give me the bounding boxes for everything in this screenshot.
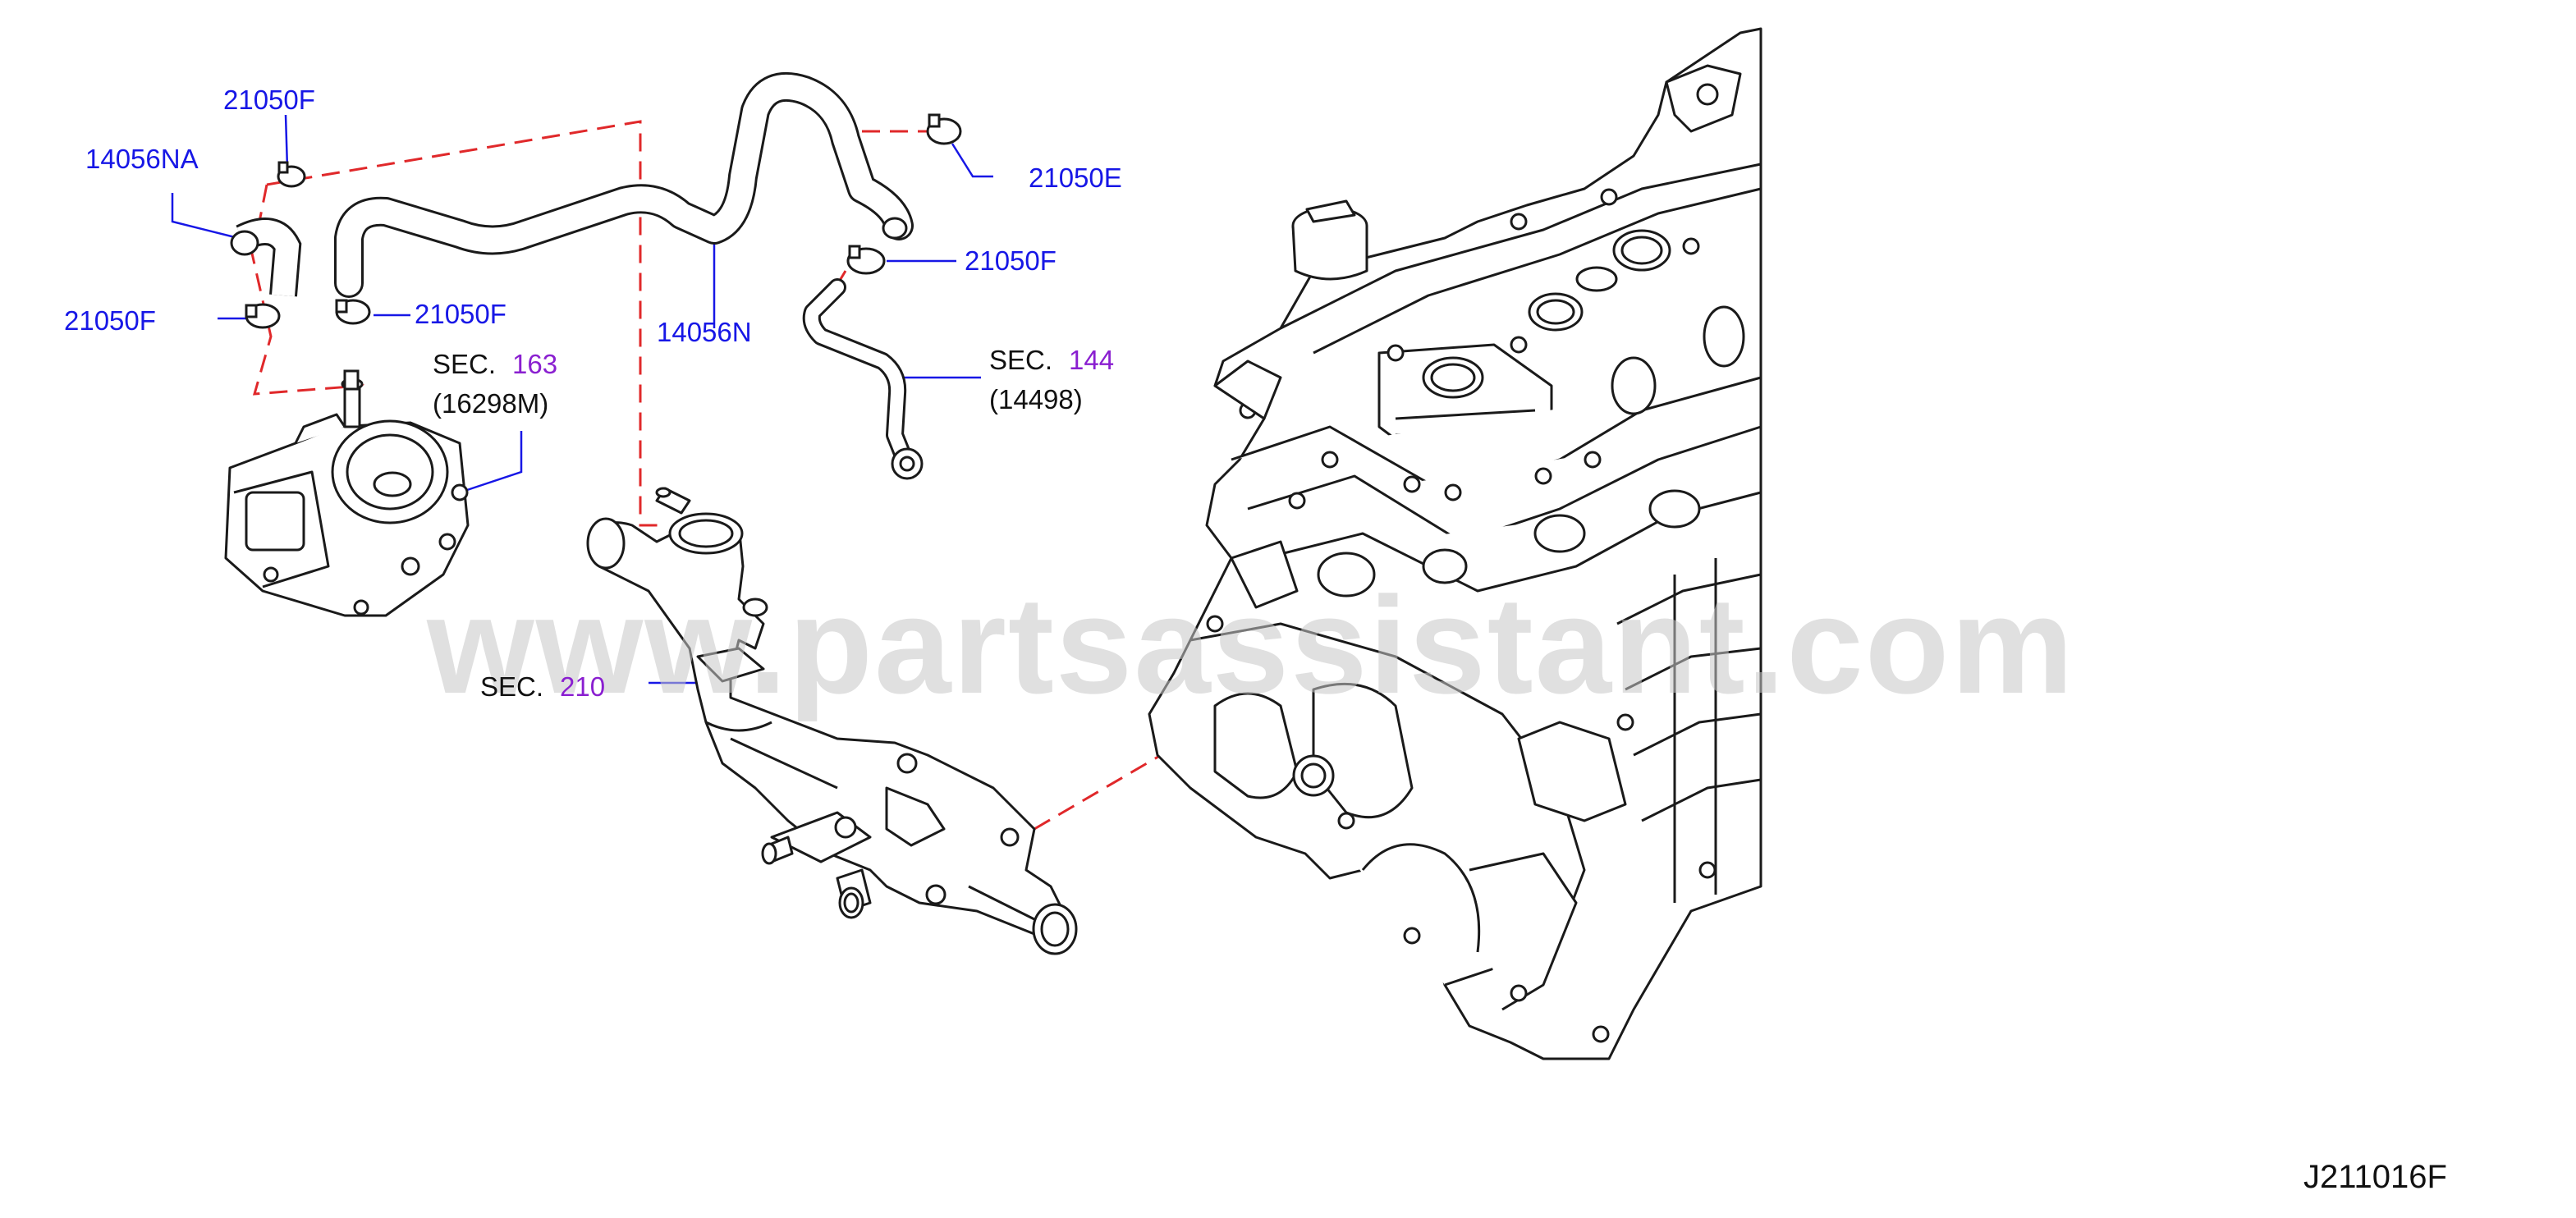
section-prefix: SEC. [480, 671, 544, 702]
callout-21050e: 21050E [1029, 163, 1122, 193]
section-ref-144: SEC. 144 [989, 346, 1114, 373]
diagram-id: J211016F [2303, 1159, 2447, 1195]
section-sub-16298m: (16298M) [433, 388, 549, 419]
engine-block [1148, 27, 1762, 1060]
hose-clamp-21050f-top [277, 161, 306, 188]
hose-clamp-21050f-right [846, 245, 886, 275]
callout-21050f-mid: 21050F [415, 299, 506, 329]
section-number: 163 [512, 349, 558, 379]
section-ref-163: SEC. 163 [433, 350, 557, 378]
callout-21050f-right: 21050F [965, 245, 1057, 276]
throttle-nipple [343, 369, 360, 391]
section-ref-210: SEC. 210 [480, 673, 605, 700]
hose-clamp-21050f-mid [335, 299, 371, 325]
leader-lines [171, 114, 993, 685]
section-number: 144 [1069, 345, 1115, 375]
section-sub-14498: (14498) [989, 384, 1083, 414]
throttle-body [224, 378, 470, 617]
callout-21050f-top: 21050F [223, 85, 315, 115]
watermark-text: www.partsassistant.com [427, 568, 2075, 722]
section-prefix: SEC. [433, 349, 497, 379]
callout-21050f-left: 21050F [64, 305, 156, 336]
water-outlet-housing [586, 487, 1078, 955]
hose-14056na [230, 218, 302, 297]
callout-14056na: 14056NA [85, 144, 199, 174]
callout-14056n: 14056N [657, 317, 752, 347]
hose-clamp-21050e [926, 113, 962, 145]
hose-sec144 [802, 278, 924, 480]
section-prefix: SEC. [989, 345, 1053, 375]
hose-clamp-21050f-left [245, 303, 281, 329]
hose-14056n [334, 71, 914, 298]
section-number: 210 [560, 671, 606, 702]
